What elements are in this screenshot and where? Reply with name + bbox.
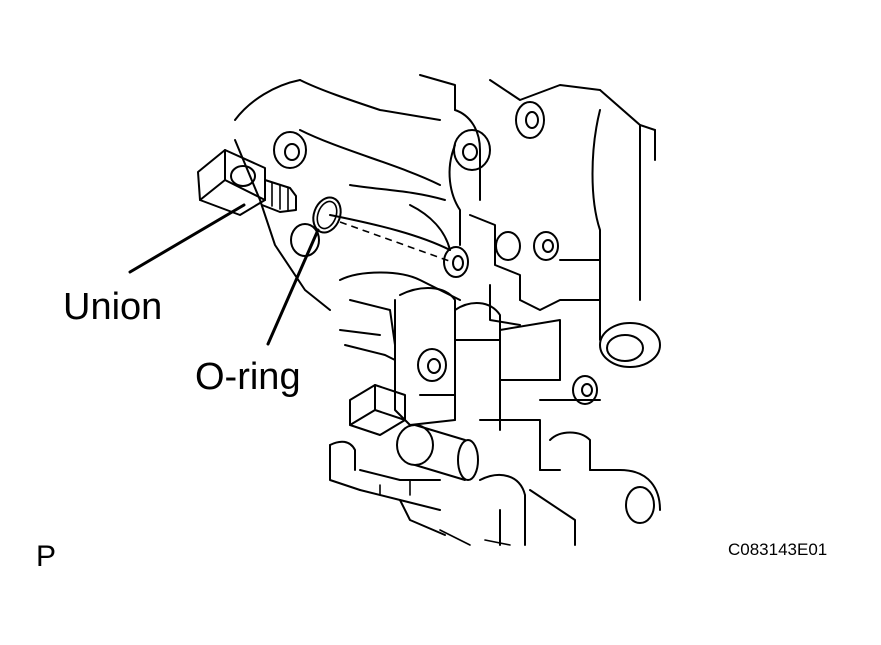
union-label: Union xyxy=(63,286,163,328)
lower-fittings xyxy=(329,384,661,546)
housing-bosses xyxy=(273,101,661,524)
housing-outline xyxy=(234,74,656,341)
o-ring xyxy=(312,196,342,234)
figure-code: C083143E01 xyxy=(728,540,828,559)
view-letter: P xyxy=(36,540,57,573)
o-ring-label: O-ring xyxy=(195,356,301,398)
o-ring-leader-line xyxy=(266,228,320,346)
alignment-line xyxy=(339,221,453,263)
union-leader-line xyxy=(128,203,246,274)
valve-blocks xyxy=(339,271,601,471)
union-fitting xyxy=(197,149,297,216)
